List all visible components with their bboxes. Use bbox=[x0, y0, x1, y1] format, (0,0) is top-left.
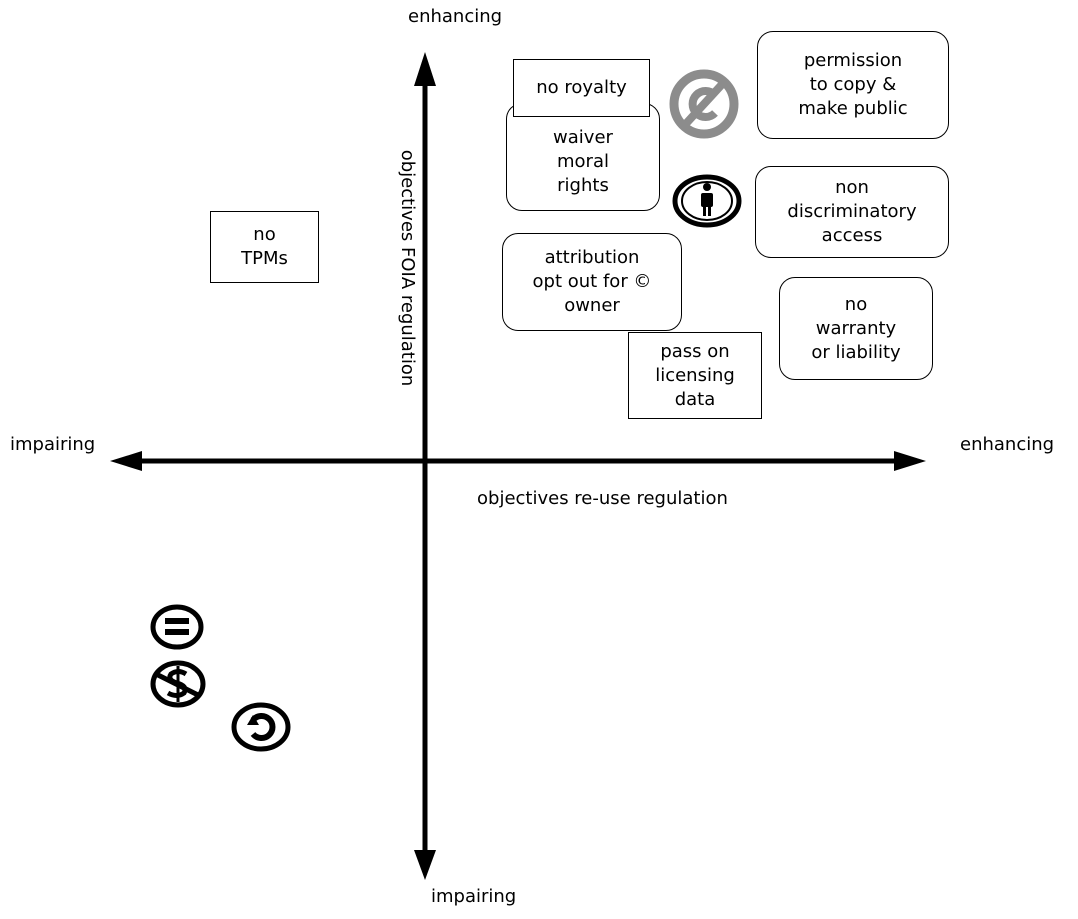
box-non-discriminatory-line: non bbox=[835, 177, 869, 198]
public-domain-icon bbox=[669, 69, 739, 139]
box-permission-line: to copy & bbox=[809, 74, 897, 95]
box-attribution-opt-out: attribution opt out for © owner bbox=[502, 233, 682, 331]
box-no-royalty-line: no royalty bbox=[536, 77, 627, 98]
x-axis-left-label: impairing bbox=[10, 434, 96, 455]
box-no-tpms: no TPMs bbox=[210, 211, 319, 283]
box-no-warranty: no warranty or liability bbox=[779, 277, 933, 380]
box-no-royalty: no royalty bbox=[513, 59, 650, 117]
box-permission-line: permission bbox=[803, 50, 903, 71]
box-permission-to-copy: permission to copy & make public bbox=[757, 31, 949, 139]
x-axis-arrow-left bbox=[110, 451, 142, 471]
non-commercial-icon bbox=[150, 660, 206, 708]
box-non-discriminatory-line: access bbox=[821, 225, 883, 246]
box-attribution-line: opt out for © bbox=[532, 271, 652, 292]
box-waiver-line: rights bbox=[557, 175, 609, 196]
box-non-discriminatory-access: non discriminatory access bbox=[755, 166, 949, 258]
box-non-discriminatory-line: discriminatory bbox=[787, 201, 917, 222]
box-no-tpms-line: TPMs bbox=[241, 248, 288, 269]
box-attribution-line: attribution bbox=[544, 247, 640, 268]
attribution-icon bbox=[672, 174, 742, 228]
y-axis-title: objectives FOIA regulation bbox=[397, 149, 418, 387]
box-no-warranty-line: or liability bbox=[811, 341, 901, 363]
box-pass-on-line: licensing bbox=[655, 364, 735, 386]
x-axis-title: objectives re-use regulation bbox=[477, 488, 728, 509]
box-no-warranty-line: warranty bbox=[815, 317, 897, 339]
box-pass-on-line: pass on bbox=[660, 340, 730, 362]
share-alike-icon bbox=[231, 702, 291, 752]
y-axis-bottom-label: impairing bbox=[431, 886, 517, 907]
x-axis-right-label: enhancing bbox=[960, 434, 1055, 455]
box-pass-on-line: data bbox=[674, 388, 716, 410]
box-no-warranty-line: no bbox=[844, 293, 868, 315]
box-permission-line: make public bbox=[798, 98, 908, 119]
box-attribution-line: owner bbox=[564, 295, 620, 316]
x-axis-arrow-right bbox=[894, 451, 926, 471]
box-no-tpms-line: no bbox=[253, 224, 276, 245]
no-derivatives-icon bbox=[150, 604, 204, 650]
box-waiver-line: waiver bbox=[553, 127, 613, 148]
y-axis-arrow-down bbox=[414, 850, 436, 880]
y-axis-arrow-up bbox=[414, 52, 436, 86]
box-waiver-moral-rights: waiver moral rights bbox=[506, 103, 660, 211]
y-axis-top-label: enhancing bbox=[408, 6, 503, 27]
box-pass-on-licensing-data: pass on licensing data bbox=[628, 332, 762, 419]
box-waiver-line: moral bbox=[557, 151, 609, 172]
